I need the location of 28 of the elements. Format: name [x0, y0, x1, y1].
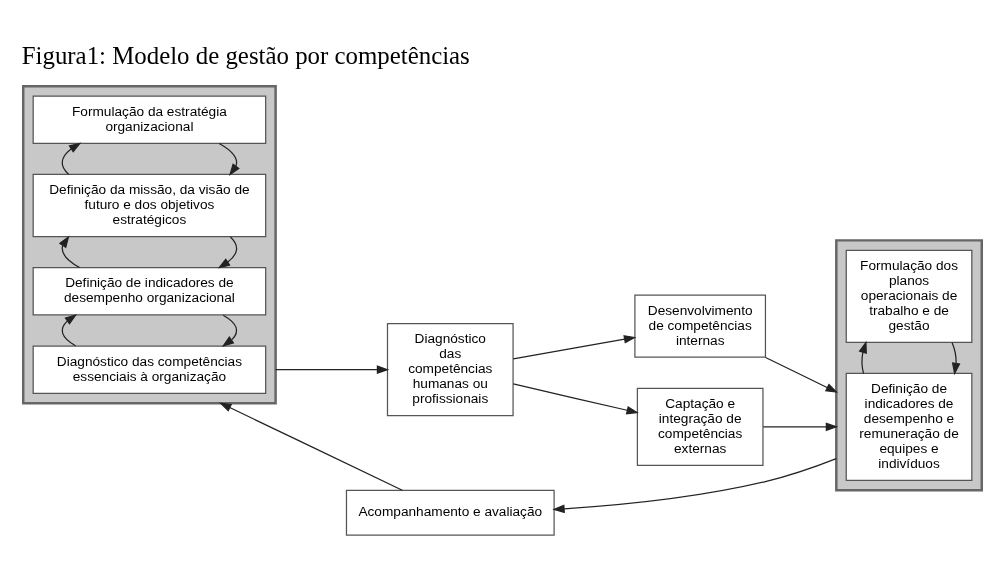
arrow [275, 364, 390, 374]
arrow [858, 340, 867, 374]
cluster [22, 84, 277, 404]
arrow [58, 235, 81, 268]
node-box: Captação e integração de competências externas [636, 387, 764, 466]
cluster [835, 238, 983, 491]
arrow [217, 235, 238, 269]
node-box: Definição de indicadores de desempenho organizacional [32, 266, 267, 316]
arrow [764, 356, 838, 393]
node-box: Acompanhamento e avaliação [345, 489, 555, 536]
arrow [61, 313, 78, 346]
node-box: Desenvolvimento de competências internas [634, 293, 767, 358]
arrow [218, 142, 240, 176]
node-box: Definição da missão, da visão de futuro e dos objetivos estratégicos [32, 173, 267, 237]
arrow [61, 141, 82, 175]
node-box: Formulação dos planos operacionais de trabalho e de gestão [845, 249, 973, 343]
arrow [552, 457, 837, 513]
arrow [512, 382, 639, 414]
node-box: Formulação da estratégia organizacional [32, 95, 267, 144]
node-box: Diagnóstico das competências essenciais à organização [32, 344, 267, 394]
diagram-title: Figura1: Modelo de gestão por competências [21, 41, 470, 69]
node-box: Definição de indicadores de desempenho e remuneração de equipes e indivíduos [845, 372, 973, 481]
arrow [512, 334, 637, 359]
arrow [219, 401, 403, 491]
arrow [221, 314, 238, 347]
arrow [951, 341, 961, 375]
node-box: Diagnóstico das competências humanas ou profissionais [386, 322, 514, 416]
arrow [762, 422, 839, 431]
